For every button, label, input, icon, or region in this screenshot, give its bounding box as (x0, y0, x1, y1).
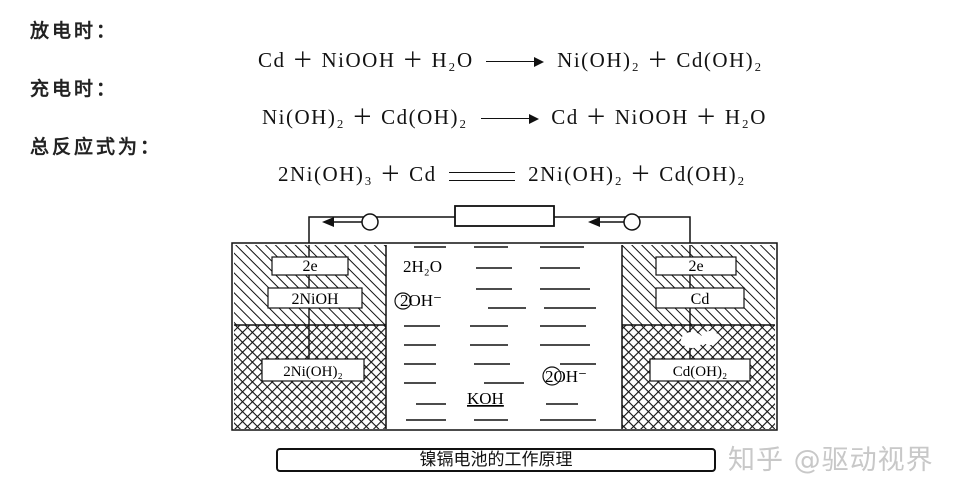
plus-sign: ＋ (695, 105, 719, 129)
left-current-arrow-icon (322, 213, 379, 231)
plus-sign: ＋ (351, 105, 375, 129)
right-current-arrow-icon (588, 213, 641, 231)
right-electrons: 2e (688, 258, 703, 275)
overall-equation: 2Ni(OH)₃ ＋ Cd 2Ni(OH)₂ ＋ Cd(OH)₂ (278, 158, 746, 188)
plus-sign: ＋ (379, 162, 403, 186)
reaction-arrow (480, 114, 539, 125)
term: H₂O (431, 48, 474, 72)
overall-label: 总反应式为： (30, 136, 163, 158)
term: Cd (551, 105, 579, 129)
water-label: 2H₂O (403, 257, 442, 276)
charge-equation: Ni(OH)₂ ＋ Cd(OH)₂ Cd ＋ NiOOH ＋ H₂O (262, 101, 767, 131)
term: Cd(OH)₂ (659, 162, 746, 186)
left-top-species: 2NiOH (291, 291, 339, 308)
charge-label: 充电时： (30, 78, 119, 100)
electrolyte-name: KOH (467, 389, 504, 408)
term: 2Ni(OH)₂ (528, 162, 624, 186)
term: NiOOH (321, 48, 396, 72)
term: Cd(OH)₂ (676, 48, 763, 72)
term: H₂O (724, 105, 767, 129)
term: Ni(OH)₂ (262, 105, 346, 129)
equilibrium-sign (449, 171, 516, 181)
plus-sign: ＋ (585, 105, 609, 129)
plus-sign: ＋ (647, 48, 670, 72)
left-bottom-species: 2Ni(OH)₂ (283, 364, 342, 380)
term: Cd(OH)₂ (381, 105, 468, 129)
term: Cd (409, 162, 437, 186)
plus-sign: ＋ (292, 48, 315, 72)
resistor-load (454, 205, 555, 227)
plus-sign: ＋ (630, 162, 653, 186)
watermark: 知乎 @驱动视界 (728, 445, 934, 476)
right-top-species: Cd (691, 291, 710, 308)
term: 2Ni(OH)₃ (278, 162, 374, 186)
discharge-label: 放电时： (30, 20, 119, 42)
circuit-wire (308, 216, 691, 245)
discharge-equation: Cd ＋ NiOOH ＋ H₂O Ni(OH)₂ ＋ Cd(OH)₂ (258, 44, 763, 74)
electrolyte-lines (404, 246, 596, 421)
term: NiOOH (614, 105, 689, 129)
diagram-caption: 镍镉电池的工作原理 (276, 448, 716, 472)
hydroxide-bubble-icon (681, 331, 719, 348)
term: Cd (258, 48, 286, 72)
right-bottom-species: Cd(OH)₂ (673, 364, 727, 380)
hydroxide-right-label: 2OH⁻ (545, 367, 587, 386)
hydroxide-left-label: 2OH⁻ (400, 291, 442, 310)
reaction-arrow (486, 57, 545, 68)
caption-text: 镍镉电池的工作原理 (419, 450, 573, 470)
left-electrons: 2e (302, 258, 317, 275)
plus-sign: ＋ (402, 48, 425, 72)
term: Ni(OH)₂ (557, 48, 641, 72)
